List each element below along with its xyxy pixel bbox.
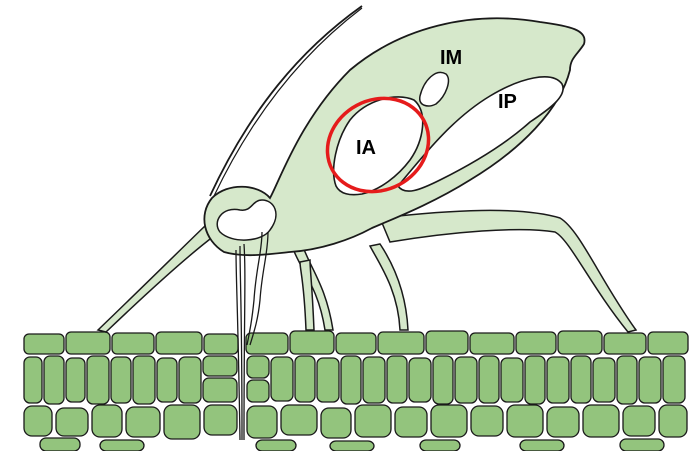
spongy-cells <box>24 405 687 451</box>
front-leg <box>98 225 214 332</box>
epidermis-cells <box>24 331 688 354</box>
plant-tissue <box>24 331 688 451</box>
label-ia: IA <box>356 137 376 159</box>
palisade-cells <box>24 356 685 404</box>
label-ip: IP <box>498 91 517 113</box>
label-im: IM <box>440 47 462 69</box>
rear-leg <box>370 244 408 330</box>
hind-leg <box>380 210 636 332</box>
